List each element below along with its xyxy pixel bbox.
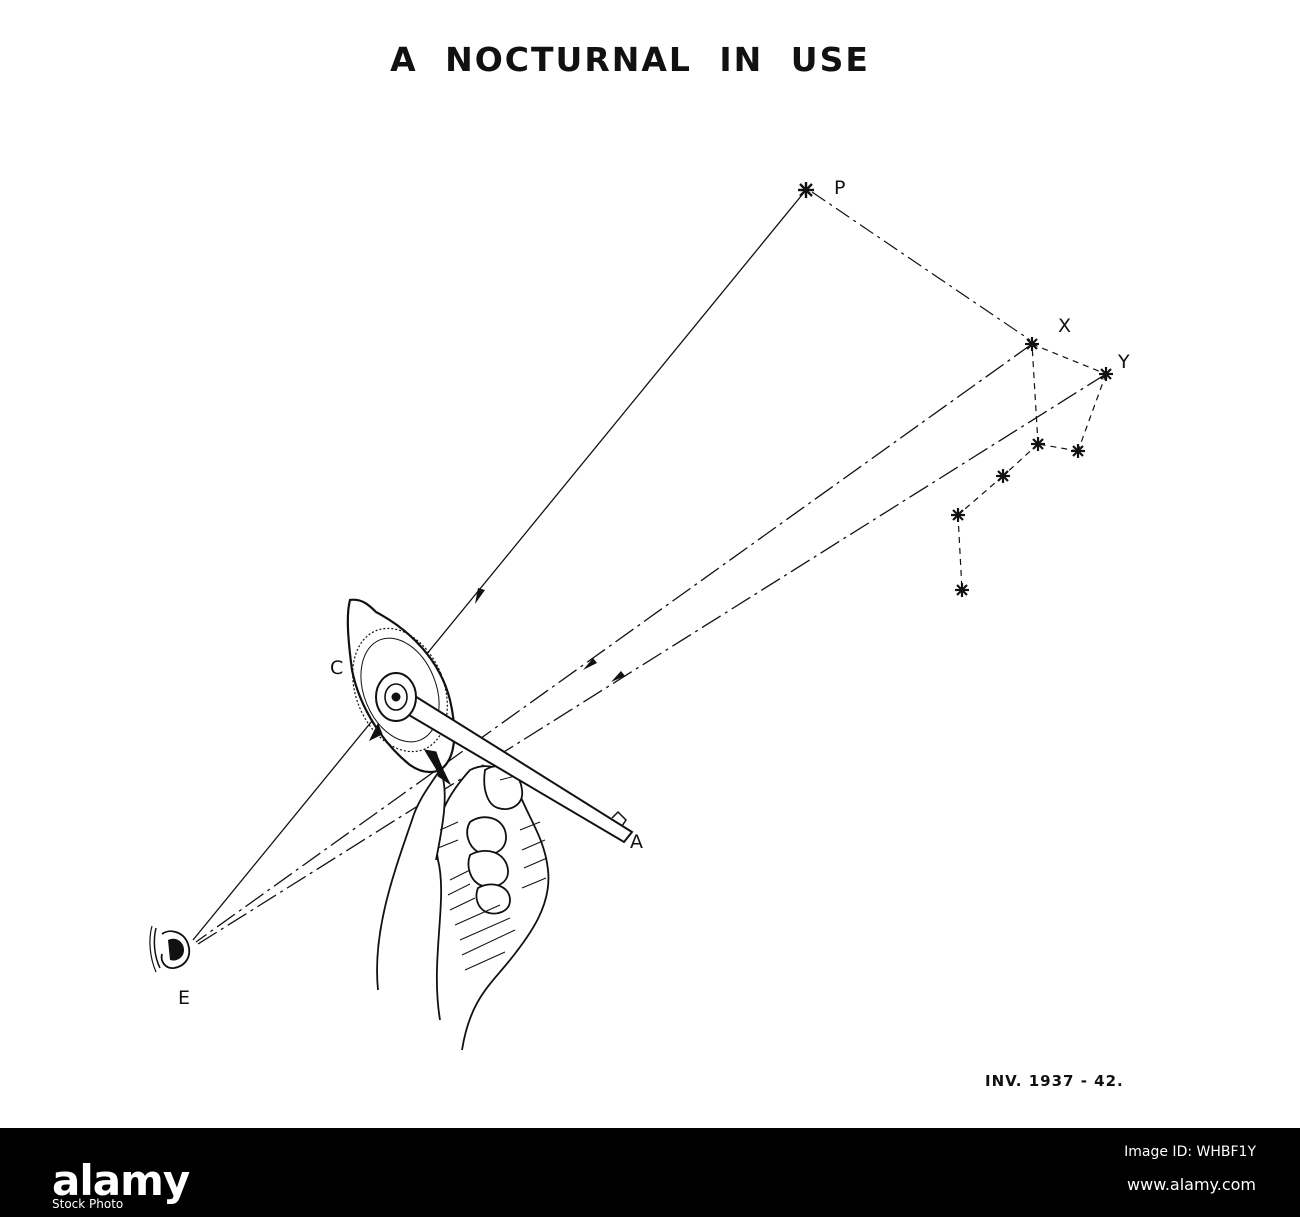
star-icon — [1031, 437, 1045, 451]
label-y: Y — [1117, 351, 1130, 373]
watermark-band — [0, 1128, 1300, 1217]
watermark-image-id: Image ID: WHBF1Y — [1124, 1144, 1256, 1160]
label-e: E — [178, 987, 190, 1009]
sight-line-star-x — [196, 344, 1032, 942]
star-icon — [955, 583, 969, 597]
nocturnal-diagram: P X Y C A E — [0, 0, 1300, 1128]
label-a: A — [630, 831, 643, 853]
label-c: C — [330, 657, 343, 679]
pointer-line-p-x — [812, 192, 1030, 340]
star-icon — [1071, 444, 1085, 458]
inventory-label: INV. 1937 - 42. — [985, 1072, 1124, 1090]
star-x-icon — [1025, 337, 1039, 351]
arrow-polaris-icon — [475, 588, 485, 604]
star-y-icon — [1099, 367, 1113, 381]
eye-icon — [150, 926, 189, 972]
label-x: X — [1058, 315, 1071, 337]
watermark-url: www.alamy.com — [1127, 1175, 1256, 1194]
star-p-icon — [798, 182, 814, 198]
diagram-plate: A NOCTURNAL IN USE — [0, 0, 1300, 1128]
label-p: P — [834, 177, 845, 199]
hand-illustration — [377, 766, 548, 1050]
star-icon — [951, 508, 965, 522]
watermark-stock-text: Stock Photo — [52, 1197, 123, 1211]
star-icon — [996, 469, 1010, 483]
